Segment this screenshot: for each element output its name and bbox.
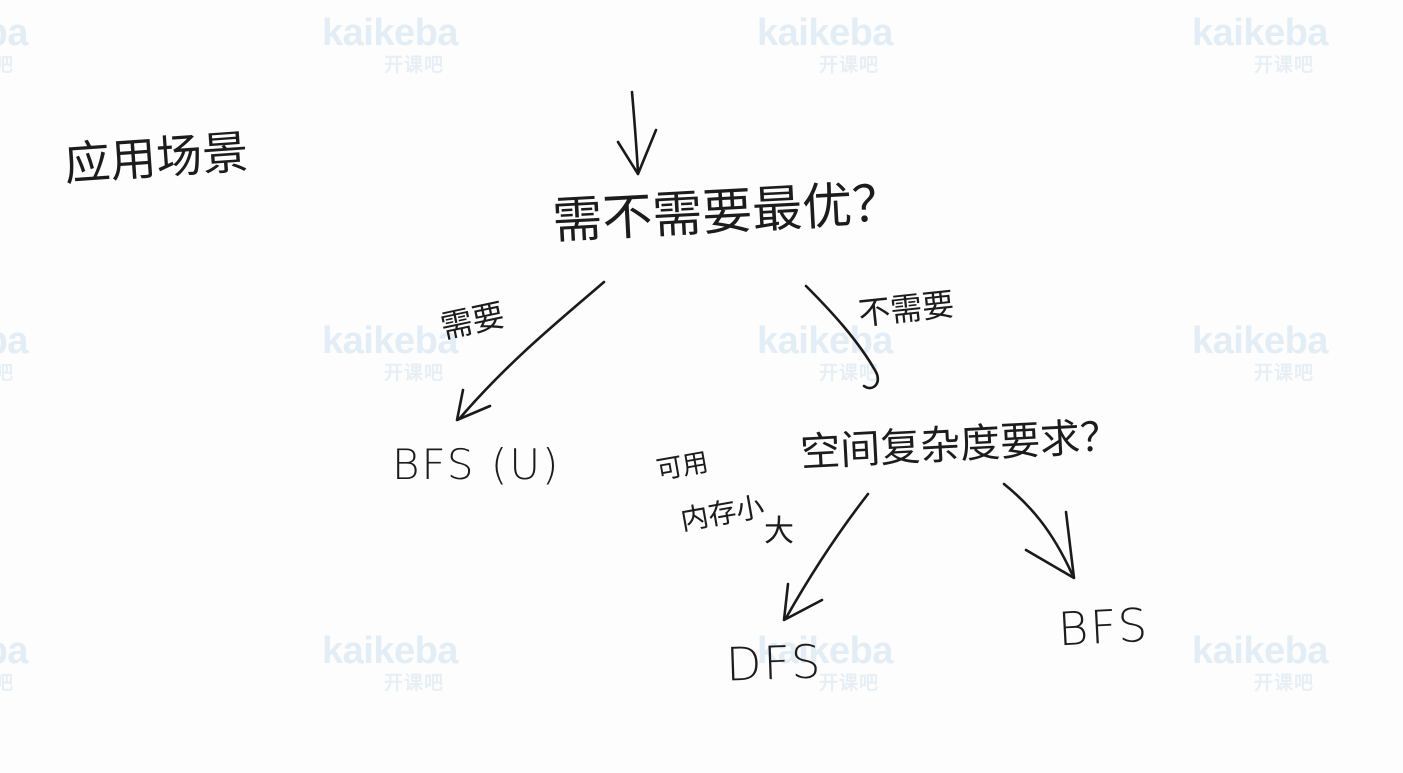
watermark-brand: kaikeba — [1192, 320, 1328, 362]
watermark-brand: kaikeba — [1192, 630, 1328, 672]
bfs-branch-arrow — [1002, 482, 1074, 576]
entry-arrow — [630, 90, 640, 174]
dfs-leaf: DFS — [725, 634, 824, 692]
left-branch-label: 需要 — [437, 295, 508, 347]
watermark-chinese: 开课吧 — [1254, 362, 1315, 384]
watermark-logo: kaikeba 开课吧 — [300, 628, 470, 698]
watermark-chinese: 开课吧 — [384, 54, 445, 76]
left-branch-arrow-head — [455, 388, 492, 422]
second-question: 空间复杂度要求？ — [799, 413, 1122, 477]
watermark-chinese: 开课吧 — [384, 362, 445, 384]
entry-arrow-head — [616, 128, 658, 176]
watermark-chinese: 开课吧 — [819, 672, 880, 694]
side-note-line3: 大 — [764, 514, 794, 549]
watermark-logo: kaikeba 开课吧 — [300, 318, 470, 388]
watermark-chinese: 开课吧 — [1254, 672, 1315, 694]
watermark-brand: kaikeba — [0, 12, 28, 54]
watermark-brand: kaikeba — [757, 12, 893, 54]
side-note-line1: 可用 — [654, 447, 711, 487]
watermark-logo: kaikeba 开课吧 — [0, 318, 40, 388]
watermark-logo: kaikeba 开课吧 — [0, 628, 40, 698]
watermark-chinese: 开课吧 — [1254, 54, 1315, 76]
scenario-title: 应用场景 — [62, 124, 250, 192]
watermark-brand: kaikeba — [322, 320, 458, 362]
watermark-logo: kaikeba 开课吧 — [735, 10, 905, 80]
watermark-logo: kaikeba 开课吧 — [735, 628, 905, 698]
watermark-brand: kaikeba — [322, 630, 458, 672]
watermark-chinese: 开课吧 — [0, 362, 15, 384]
watermark-brand: kaikeba — [0, 630, 28, 672]
watermark-logo: kaikeba 开课吧 — [1170, 628, 1340, 698]
dfs-branch-arrow — [784, 492, 870, 620]
watermark-logo: kaikeba 开课吧 — [300, 10, 470, 80]
side-note-line2: 内存小 — [678, 489, 767, 538]
watermark-brand: kaikeba — [322, 12, 458, 54]
watermark-chinese: 开课吧 — [819, 54, 880, 76]
watermark-chinese: 开课吧 — [0, 54, 15, 76]
dfs-branch-arrow-head — [782, 582, 824, 622]
watermark-logo: kaikeba 开课吧 — [0, 10, 40, 80]
watermark-logo: kaikeba 开课吧 — [1170, 318, 1340, 388]
right-branch-label: 不需要 — [856, 285, 956, 333]
watermark-chinese: 开课吧 — [0, 672, 15, 694]
bfs-leaf: BFS — [1056, 597, 1151, 657]
watermark-logo: kaikeba 开课吧 — [1170, 10, 1340, 80]
watermark-brand: kaikeba — [1192, 12, 1328, 54]
watermark-chinese: 开课吧 — [384, 672, 445, 694]
watermark-brand: kaikeba — [0, 320, 28, 362]
watermark-brand: kaikeba — [757, 630, 893, 672]
bfs-branch-arrow-head — [1024, 510, 1076, 580]
left-leaf-bfs-u: BFS (U) — [392, 440, 561, 489]
root-question: 需不需要最优？ — [550, 173, 904, 251]
watermark-chinese: 开课吧 — [819, 362, 880, 384]
